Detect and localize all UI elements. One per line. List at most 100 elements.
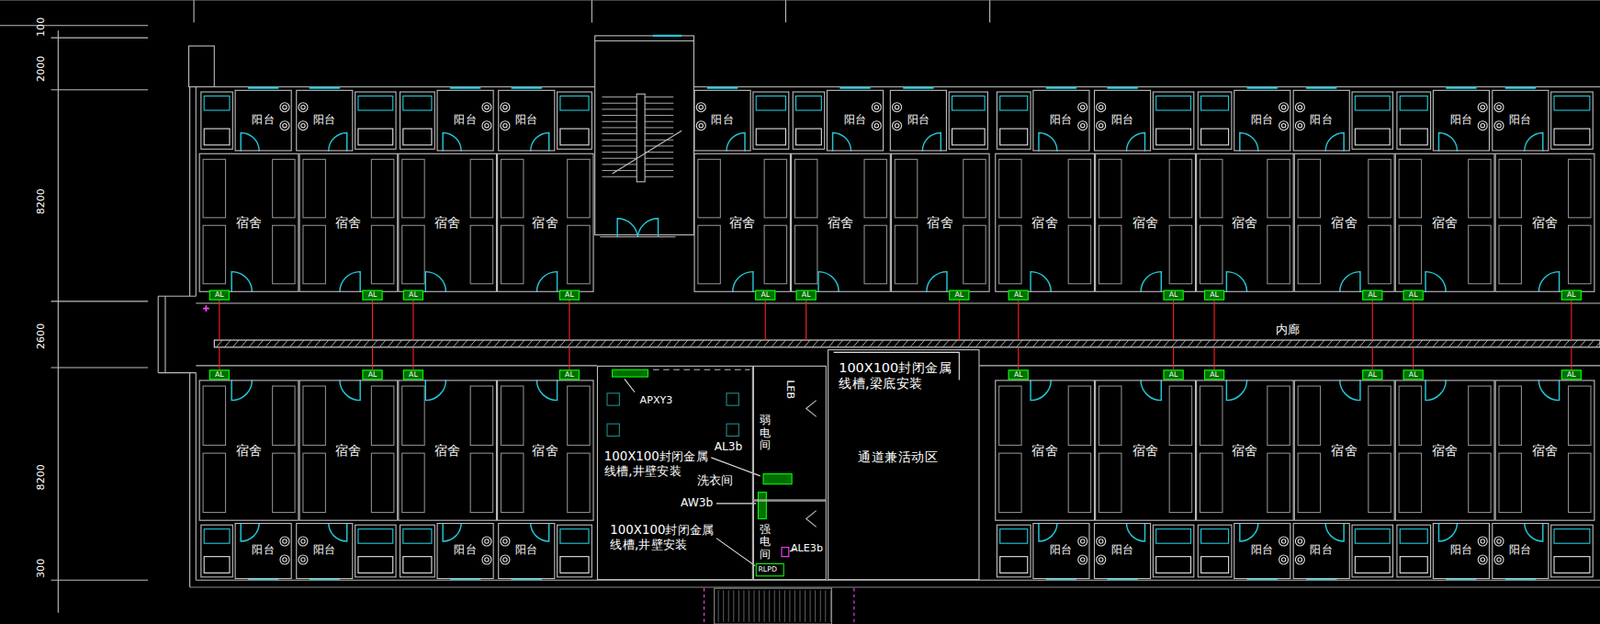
room-label: 宿舍: [236, 442, 263, 459]
dorm-room: 宿舍: [1195, 153, 1295, 293]
bed-symbol: [202, 158, 226, 217]
bed-symbol: [202, 452, 226, 512]
branch-wire: [1412, 300, 1414, 340]
branch-wire: [1372, 347, 1374, 370]
dorm-room: 宿舍: [1495, 153, 1596, 293]
door-swing: [1239, 522, 1259, 541]
bed-symbol: [1568, 452, 1591, 512]
toilet-symbol: [1554, 556, 1590, 574]
basin-symbol: [298, 121, 308, 131]
bathroom: [1197, 524, 1232, 577]
dimension-text: 8200: [34, 463, 47, 490]
basin-symbol: [298, 554, 308, 564]
dorm-room: 宿舍: [1395, 379, 1496, 520]
bed-symbol: [371, 158, 394, 217]
dorm-room: 宿舍: [1195, 379, 1295, 520]
wall-line: [157, 295, 196, 297]
basin-symbol: [484, 104, 489, 109]
bed-symbol: [303, 225, 326, 283]
bed-symbol: [567, 385, 590, 445]
room-label: 阳台: [844, 113, 867, 127]
basin-symbol: [1494, 121, 1504, 131]
leader-line: [716, 502, 756, 504]
panel-box: AL: [1008, 290, 1029, 301]
room-label: 阳台: [1250, 113, 1274, 127]
washer-symbol: [726, 423, 739, 436]
balcony-room: 阳台: [436, 90, 494, 152]
shower-symbol: [1354, 529, 1390, 544]
dimension-tick: [51, 37, 149, 39]
toilet-symbol: [1554, 128, 1590, 146]
dorm-room: 宿舍: [397, 153, 497, 293]
basin-symbol: [1279, 554, 1289, 564]
basin-symbol: [1297, 557, 1302, 562]
room-label: 阳台: [1309, 544, 1332, 558]
dorm-room: 宿舍: [199, 153, 300, 293]
panel-label: AL: [1014, 291, 1024, 300]
panel-box: AL: [559, 369, 580, 380]
bed-symbol: [1368, 158, 1391, 217]
bed-symbol: [470, 452, 493, 512]
panel-label: AL: [1209, 291, 1219, 300]
branch-wire: [1570, 300, 1572, 340]
dimension-text: 300: [34, 558, 47, 578]
door-swing: [833, 132, 852, 151]
balcony-room: 阳台: [1233, 90, 1291, 152]
panel-tag: APXY3: [640, 394, 674, 406]
panel-label: AL: [214, 291, 225, 300]
bed-symbol: [303, 452, 326, 512]
basin-symbol: [892, 102, 902, 113]
door-swing: [1538, 379, 1559, 400]
room-label: 宿舍: [1231, 442, 1259, 459]
panel-label: AL: [368, 291, 378, 300]
bathroom: [1152, 91, 1194, 149]
bed-symbol: [999, 452, 1022, 512]
shower-symbol: [1201, 95, 1229, 111]
toilet-symbol: [1354, 128, 1390, 146]
door-swing: [1325, 522, 1344, 541]
shower-symbol: [358, 529, 394, 544]
panel-label: AL: [408, 370, 418, 379]
bed-symbol: [1099, 158, 1122, 217]
shower-symbol: [755, 95, 786, 111]
door-swing: [1524, 132, 1544, 151]
room-label: 宿舍: [926, 214, 954, 231]
bed-symbol: [1099, 385, 1122, 445]
wall-line: [189, 86, 191, 296]
basin-symbol: [1078, 536, 1088, 546]
panel-al3b: [763, 473, 792, 485]
shower-symbol: [1399, 95, 1428, 111]
bed-symbol: [1498, 158, 1522, 217]
window-symbol: [839, 86, 870, 89]
window-symbol: [1505, 86, 1536, 89]
basin-symbol: [482, 554, 492, 564]
room-label: 阳台: [1049, 544, 1072, 558]
door-swing: [339, 271, 361, 293]
toilet-symbol: [1000, 128, 1028, 146]
panel-label: AL: [368, 370, 378, 379]
dimension-tick: [51, 300, 149, 302]
branch-wire: [1213, 300, 1215, 340]
panel-tag: AL3b: [714, 439, 744, 454]
basin-symbol: [1295, 554, 1305, 564]
door-swing: [240, 522, 260, 541]
bed-symbol: [999, 385, 1022, 445]
shower-symbol: [560, 95, 589, 111]
entrance-step: [714, 587, 833, 624]
balcony-room: 阳台: [436, 522, 494, 579]
door-swing: [1239, 132, 1259, 151]
bed-symbol: [963, 158, 986, 217]
panel-box: AL: [1362, 290, 1383, 301]
basin-symbol: [282, 557, 287, 562]
room-label: 阳台: [1450, 544, 1473, 558]
balcony-room: 阳台: [1293, 90, 1351, 152]
panel-box: AL: [948, 290, 970, 301]
panel-box: AL: [796, 290, 817, 301]
dorm-room: 宿舍: [693, 153, 791, 293]
bed-symbol: [764, 158, 787, 217]
bed-symbol: [1068, 225, 1091, 283]
wall-line: [157, 371, 196, 373]
window-symbol: [511, 86, 542, 89]
basin-symbol: [1497, 104, 1501, 109]
